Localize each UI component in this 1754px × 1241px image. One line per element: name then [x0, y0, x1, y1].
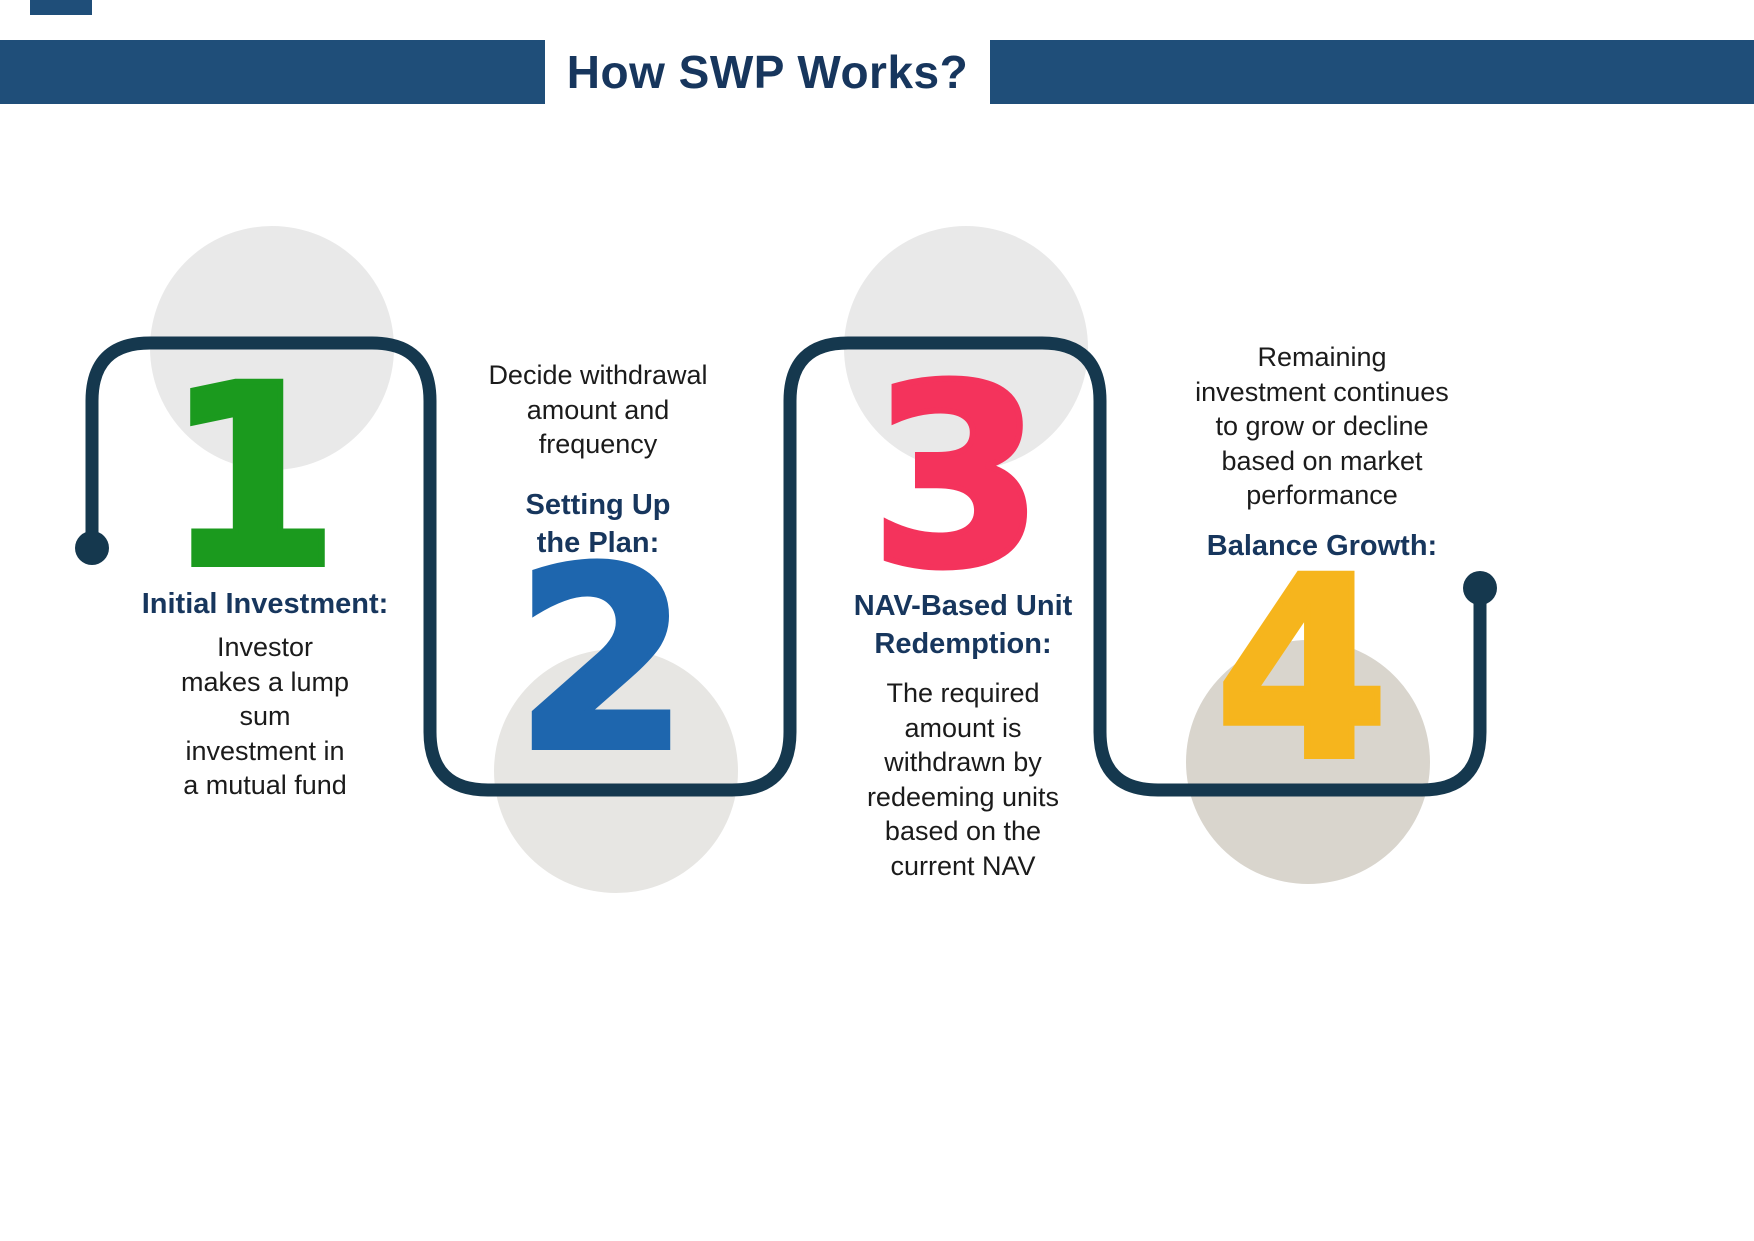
- page-title: How SWP Works?: [566, 46, 969, 98]
- header-bar-left: [0, 40, 545, 104]
- step-3-heading: NAV-Based Unit Redemption:: [853, 590, 1073, 660]
- path-end-dot: [1463, 571, 1497, 605]
- step-1-heading: Initial Investment:: [141, 588, 389, 620]
- step-3-description: The required amount is withdrawn by rede…: [866, 678, 1060, 881]
- step-4-background-circle: [1186, 640, 1430, 884]
- step-2-number: 2: [512, 515, 692, 806]
- serpentine-flow-path: [85, 336, 1487, 797]
- step-1-description: Investor makes a lump sum investment in …: [180, 632, 350, 801]
- step-4-heading: Balance Growth:: [1206, 530, 1438, 562]
- step-4-number: 4: [1212, 524, 1392, 815]
- step-3-number: 3: [867, 332, 1047, 623]
- corner-accent-bar: [30, 0, 92, 15]
- step-2-heading: Setting Up the Plan:: [525, 489, 671, 559]
- step-2-description: Decide withdrawal amount and frequency: [488, 360, 708, 460]
- step-4-description: Remaining investment continues to grow o…: [1195, 342, 1449, 511]
- header-bar-right: [990, 40, 1754, 104]
- step-2-background-circle: [494, 649, 738, 893]
- step-1-number: 1: [162, 332, 342, 623]
- path-start-dot: [75, 531, 109, 565]
